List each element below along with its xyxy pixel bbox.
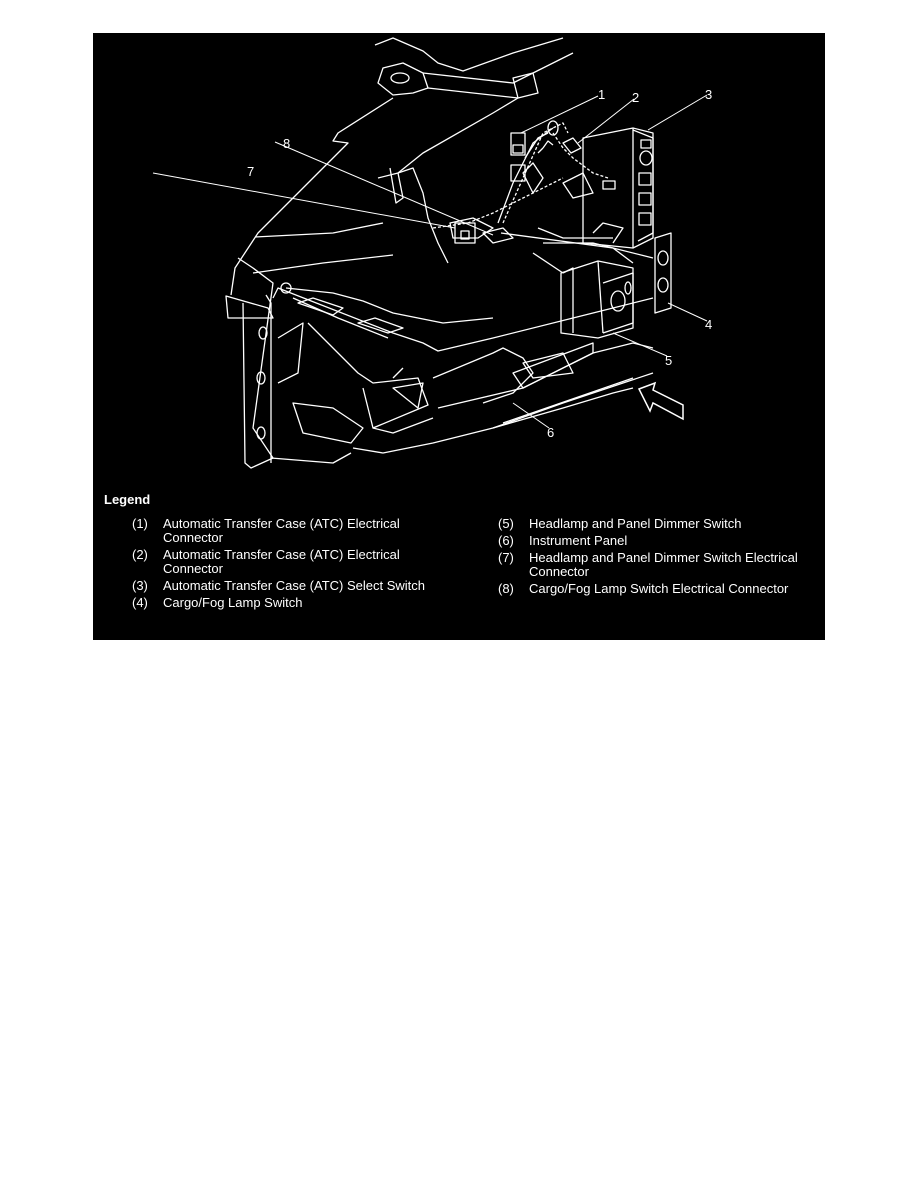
instrument-panel-diagram: 1 2 3 4 5 6 7 8	[93, 33, 825, 483]
legend-number: (8)	[498, 581, 514, 596]
legend-item: (2) Automatic Transfer Case (ATC) Electr…	[132, 548, 432, 576]
callout-2: 2	[632, 90, 639, 105]
line-drawing: 1 2 3 4 5 6 7 8	[152, 37, 712, 469]
legend-text: Instrument Panel	[529, 533, 628, 548]
legend-number: (3)	[132, 578, 148, 593]
callout-8: 8	[283, 136, 290, 151]
legend-item: (5) Headlamp and Panel Dimmer Switch	[498, 517, 818, 531]
legend-item: (4) Cargo/Fog Lamp Switch	[132, 596, 432, 610]
legend-text: Automatic Transfer Case (ATC) Electrical…	[163, 516, 400, 545]
legend-item: (1) Automatic Transfer Case (ATC) Electr…	[132, 517, 432, 545]
callout-6: 6	[547, 425, 554, 440]
legend-text: Headlamp and Panel Dimmer Switch	[529, 516, 742, 531]
legend-item: (3) Automatic Transfer Case (ATC) Select…	[132, 579, 432, 593]
legend-column-right: (5) Headlamp and Panel Dimmer Switch (6)…	[498, 517, 818, 599]
legend-item: (7) Headlamp and Panel Dimmer Switch Ele…	[498, 551, 818, 579]
callout-7: 7	[247, 164, 254, 179]
callout-4: 4	[705, 317, 712, 332]
legend-text: Automatic Transfer Case (ATC) Select Swi…	[163, 578, 426, 593]
figure-panel: 1 2 3 4 5 6 7 8 Legend (1) Automatic Tra…	[93, 33, 825, 640]
callout-1: 1	[598, 87, 605, 102]
legend-text: Cargo/Fog Lamp Switch	[163, 595, 303, 610]
legend-number: (6)	[498, 533, 514, 548]
legend-item: (8) Cargo/Fog Lamp Switch Electrical Con…	[498, 582, 818, 596]
legend-number: (7)	[498, 550, 514, 565]
legend-text: Cargo/Fog Lamp Switch Electrical Connect…	[529, 581, 789, 596]
legend-number: (1)	[132, 516, 148, 531]
legend-text: Headlamp and Panel Dimmer Switch Electri…	[529, 550, 798, 579]
callout-5: 5	[665, 353, 672, 368]
view-direction-arrow-icon	[637, 381, 684, 421]
legend-number: (4)	[132, 595, 148, 610]
legend-column-left: (1) Automatic Transfer Case (ATC) Electr…	[132, 517, 432, 613]
callout-3: 3	[705, 87, 712, 102]
legend-text: Automatic Transfer Case (ATC) Electrical…	[163, 547, 400, 576]
legend-item: (6) Instrument Panel	[498, 534, 818, 548]
legend-title: Legend	[104, 492, 151, 507]
legend-number: (2)	[132, 547, 148, 562]
legend-number: (5)	[498, 516, 514, 531]
